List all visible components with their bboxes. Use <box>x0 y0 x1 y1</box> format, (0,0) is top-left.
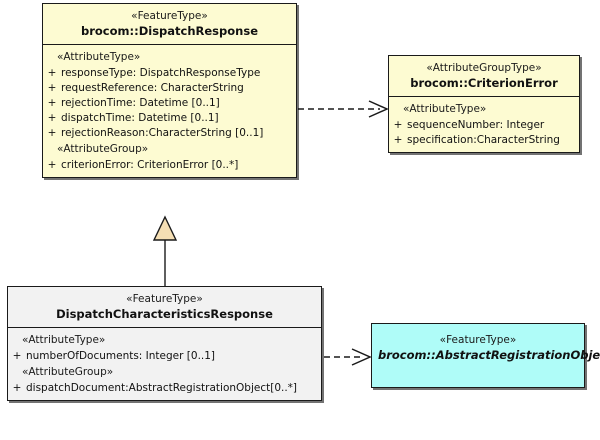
attribute-visibility: + <box>12 382 22 394</box>
attribute-label: responseType: DispatchResponseType <box>61 67 261 79</box>
class-box-dispatch-characteristics-response[interactable]: «FeatureType» DispatchCharacteristicsRes… <box>7 286 322 401</box>
generalization-arrow-dispatchresponse <box>152 215 178 286</box>
class-body-criterion-error: «AttributeType» + sequenceNumber: Intege… <box>389 97 579 152</box>
class-header-abstract-registration-object: «FeatureType» brocom::AbstractRegistrati… <box>372 324 600 368</box>
class-header-criterion-error: «AttributeGroupType» brocom::CriterionEr… <box>389 56 579 97</box>
attribute-visibility: + <box>393 134 403 146</box>
class-body-dispatch-response: «AttributeType» + responseType: Dispatch… <box>43 45 296 177</box>
attribute-label: numberOfDocuments: Integer [0..1] <box>26 350 216 362</box>
attribute-label: criterionError: CriterionError [0..*] <box>61 159 239 171</box>
class-name: brocom::DispatchResponse <box>81 24 258 38</box>
compartment-group-label: «AttributeType» <box>22 334 106 346</box>
attribute-label: sequenceNumber: Integer <box>407 119 545 131</box>
dependency-arrow-criterionerror <box>298 100 389 118</box>
attribute-visibility: + <box>47 159 57 171</box>
attribute-row[interactable]: + dispatchDocument:AbstractRegistrationO… <box>8 381 321 396</box>
attribute-row[interactable]: + responseType: DispatchResponseType <box>43 66 296 81</box>
attribute-row[interactable]: + dispatchTime: Datetime [0..1] <box>43 111 296 126</box>
attribute-visibility: + <box>47 67 57 79</box>
attribute-label: dispatchDocument:AbstractRegistrationObj… <box>26 382 298 394</box>
attribute-row[interactable]: + numberOfDocuments: Integer [0..1] <box>8 349 321 364</box>
class-header-dispatch-response: «FeatureType» brocom::DispatchResponse <box>43 4 296 45</box>
class-stereotype: «FeatureType» <box>131 10 208 22</box>
attribute-row[interactable]: + criterionError: CriterionError [0..*] <box>43 158 296 173</box>
attribute-row[interactable]: + requestReference: CharacterString <box>43 81 296 96</box>
attribute-visibility: + <box>47 97 57 109</box>
compartment-group-label: «AttributeType» <box>403 103 487 115</box>
attribute-visibility: + <box>393 119 403 131</box>
compartment-group-label: «AttributeType» <box>57 51 141 63</box>
class-header-dispatch-characteristics-response: «FeatureType» DispatchCharacteristicsRes… <box>8 287 321 328</box>
attribute-label: requestReference: CharacterString <box>61 82 244 94</box>
attribute-visibility: + <box>47 112 57 124</box>
compartment-group-label: «AttributeGroup» <box>57 143 149 155</box>
class-stereotype: «FeatureType» <box>439 334 517 346</box>
dependency-arrow-abstractregistrationobject <box>324 348 372 366</box>
compartment-group-label: «AttributeGroup» <box>22 366 114 378</box>
class-box-dispatch-response[interactable]: «FeatureType» brocom::DispatchResponse «… <box>42 3 297 178</box>
attribute-row[interactable]: + rejectionReason:CharacterString [0..1] <box>43 126 296 141</box>
attribute-row[interactable]: + specification:CharacterString <box>389 133 579 148</box>
attribute-visibility: + <box>47 82 57 94</box>
class-name: brocom::CriterionError <box>410 76 558 90</box>
attribute-visibility: + <box>12 350 22 362</box>
class-box-criterion-error[interactable]: «AttributeGroupType» brocom::CriterionEr… <box>388 55 580 153</box>
class-name: brocom::AbstractRegistrationObject <box>378 348 600 362</box>
attribute-label: rejectionReason:CharacterString [0..1] <box>61 127 264 139</box>
class-box-abstract-registration-object[interactable]: «FeatureType» brocom::AbstractRegistrati… <box>371 323 600 388</box>
attribute-label: specification:CharacterString <box>407 134 560 146</box>
attribute-visibility: + <box>47 127 57 139</box>
attribute-label: dispatchTime: Datetime [0..1] <box>61 112 219 124</box>
attribute-row[interactable]: + rejectionTime: Datetime [0..1] <box>43 96 296 111</box>
attribute-label: rejectionTime: Datetime [0..1] <box>61 97 220 109</box>
class-name: DispatchCharacteristicsResponse <box>56 307 273 321</box>
attribute-row[interactable]: + sequenceNumber: Integer <box>389 118 579 133</box>
class-body-dispatch-characteristics-response: «AttributeType» + numberOfDocuments: Int… <box>8 328 321 400</box>
class-stereotype: «AttributeGroupType» <box>426 62 542 74</box>
class-stereotype: «FeatureType» <box>126 293 203 305</box>
